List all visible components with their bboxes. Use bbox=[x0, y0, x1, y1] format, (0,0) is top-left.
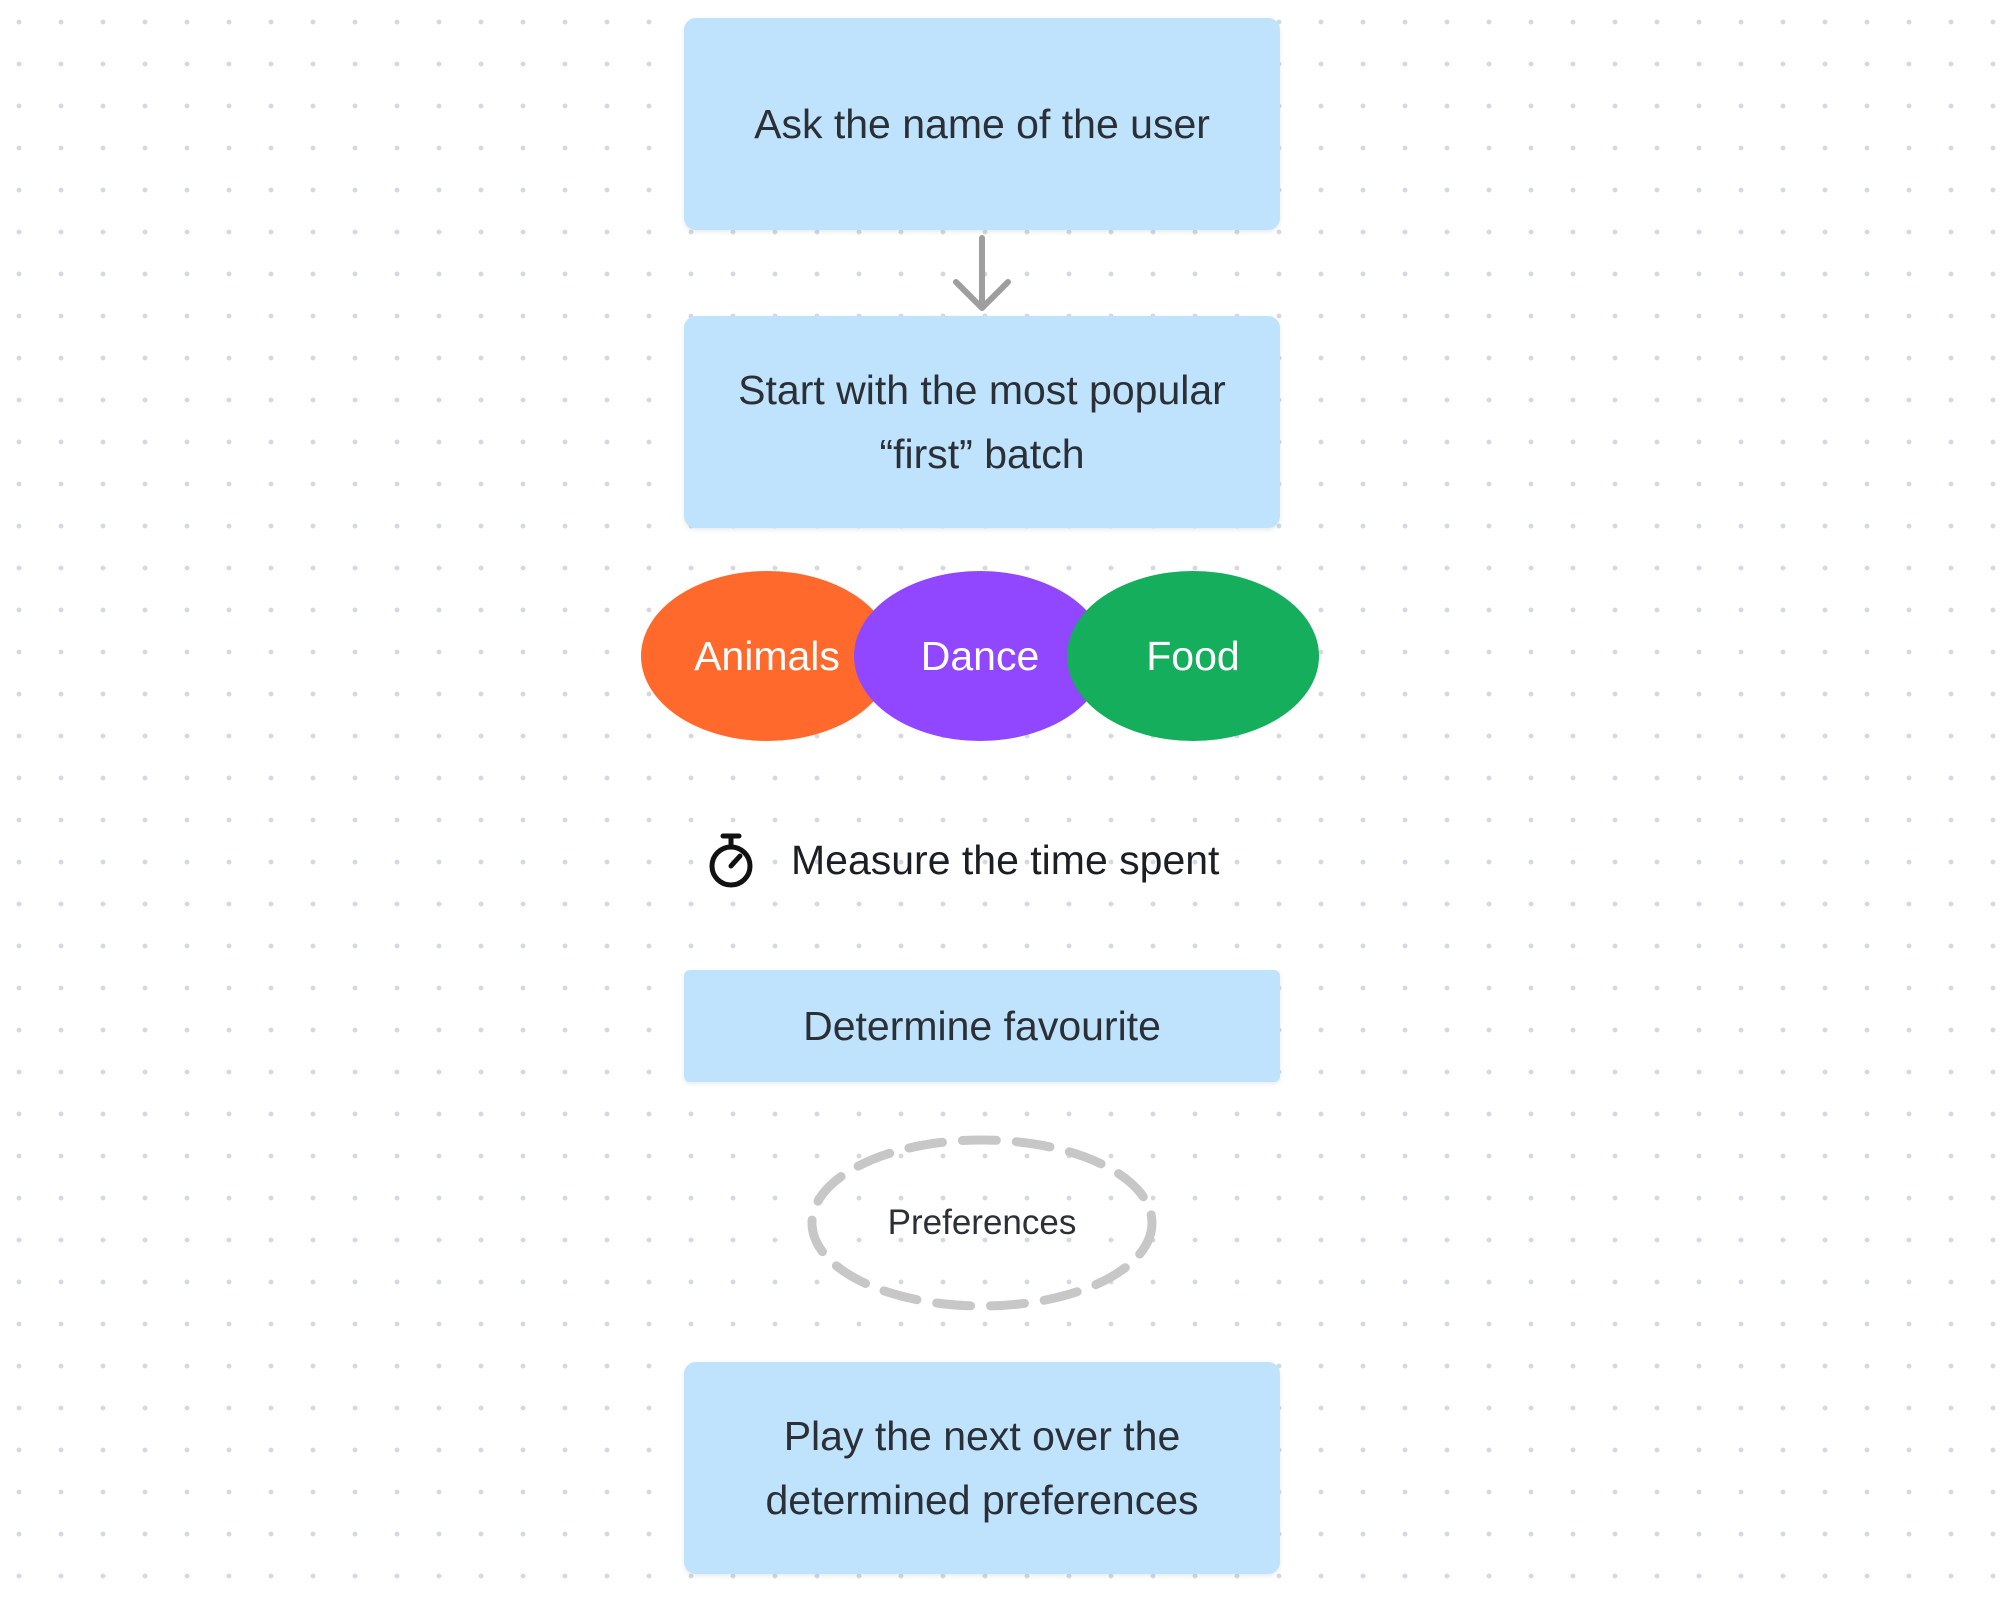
preferences-ellipse[interactable]: Preferences bbox=[806, 1134, 1158, 1312]
step-ask-name-label: Ask the name of the user bbox=[754, 101, 1210, 147]
stopwatch-icon bbox=[709, 833, 753, 888]
step-play-next-card[interactable]: Play the next over the determined prefer… bbox=[684, 1362, 1280, 1574]
arrow-down-icon bbox=[953, 235, 1011, 311]
category-animals-label: Animals bbox=[694, 632, 840, 679]
category-food-label: Food bbox=[1146, 632, 1240, 679]
category-dance-label: Dance bbox=[920, 632, 1040, 679]
measure-time-label: Measure the time spent bbox=[791, 836, 1220, 883]
category-dance-ellipse[interactable]: Dance bbox=[854, 571, 1106, 741]
category-animals-ellipse[interactable]: Animals bbox=[641, 571, 893, 741]
preferences-dashed-outline bbox=[807, 1135, 1157, 1311]
step-determine-favourite-label: Determine favourite bbox=[803, 1003, 1161, 1049]
step-ask-name-card[interactable]: Ask the name of the user bbox=[684, 18, 1280, 230]
step-play-next-label: Play the next over the determined prefer… bbox=[765, 1413, 1199, 1523]
measure-time-note[interactable]: Measure the time spent bbox=[705, 820, 1219, 900]
step-determine-favourite-card[interactable]: Determine favourite bbox=[684, 970, 1280, 1082]
step-first-batch-card[interactable]: Start with the most popular “first” batc… bbox=[684, 316, 1280, 528]
preferences-label: Preferences bbox=[887, 1203, 1077, 1242]
category-food-ellipse[interactable]: Food bbox=[1067, 571, 1319, 741]
step-first-batch-label: Start with the most popular “first” batc… bbox=[738, 367, 1226, 477]
